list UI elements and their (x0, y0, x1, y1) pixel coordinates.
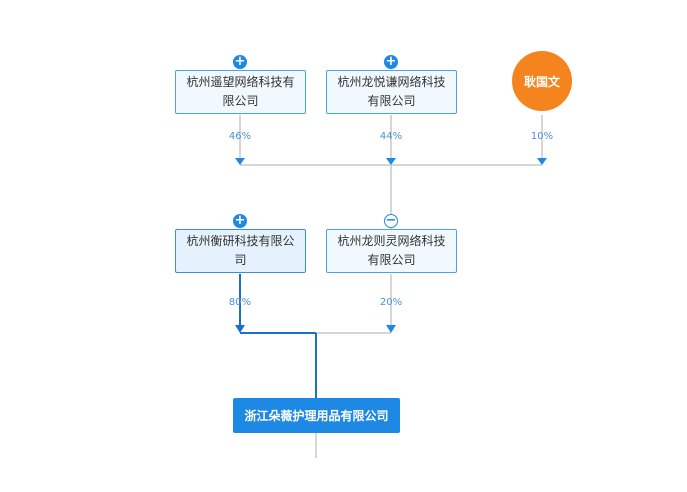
share-percent-label: 20% (379, 297, 403, 308)
node-label-line1: 杭州龙则灵网络科技 (337, 234, 446, 248)
collapse-minus-icon[interactable]: − (384, 213, 398, 228)
node-label-line2: 司 (234, 253, 247, 267)
share-percent-label: 46% (228, 131, 252, 142)
shareholder-node-hangzhou-hengyan[interactable]: 杭州衡研科技有限公 司 (175, 229, 306, 273)
shareholder-node-hangzhou-yaowang[interactable]: 杭州遥望网络科技有 限公司 (175, 70, 306, 114)
node-label-line2: 有限公司 (367, 94, 416, 108)
share-percent-label: 44% (379, 131, 403, 142)
node-label-line1: 杭州遥望网络科技有 (186, 75, 295, 89)
node-label-line1: 杭州衡研科技有限公 (186, 234, 295, 248)
arrow-top-2 (386, 158, 396, 165)
expand-plus-icon[interactable]: + (233, 54, 247, 69)
node-label-line2: 限公司 (222, 94, 259, 108)
person-name: 耿国文 (523, 74, 560, 89)
node-label-line2: 有限公司 (367, 253, 416, 267)
node-label-line1: 杭州龙悦谦网络科技 (337, 75, 446, 89)
person-node-geng-guowen[interactable]: 耿国文 (512, 51, 572, 111)
arrow-top-3 (537, 158, 547, 165)
arrow-top-1 (235, 158, 245, 165)
target-company-name: 浙江朵薇护理用品有限公司 (244, 409, 389, 423)
expand-plus-icon[interactable]: + (233, 213, 247, 228)
target-company-node[interactable]: 浙江朵薇护理用品有限公司 (233, 398, 400, 433)
share-percent-label: 10% (530, 131, 554, 142)
share-percent-label: 80% (228, 297, 252, 308)
shareholder-node-hangzhou-longyueqian[interactable]: 杭州龙悦谦网络科技 有限公司 (326, 70, 457, 114)
shareholder-node-hangzhou-longzeling[interactable]: 杭州龙则灵网络科技 有限公司 (326, 229, 457, 273)
arrow-mid-1 (235, 325, 245, 333)
arrow-mid-2 (386, 325, 396, 333)
expand-plus-icon[interactable]: + (384, 54, 398, 69)
